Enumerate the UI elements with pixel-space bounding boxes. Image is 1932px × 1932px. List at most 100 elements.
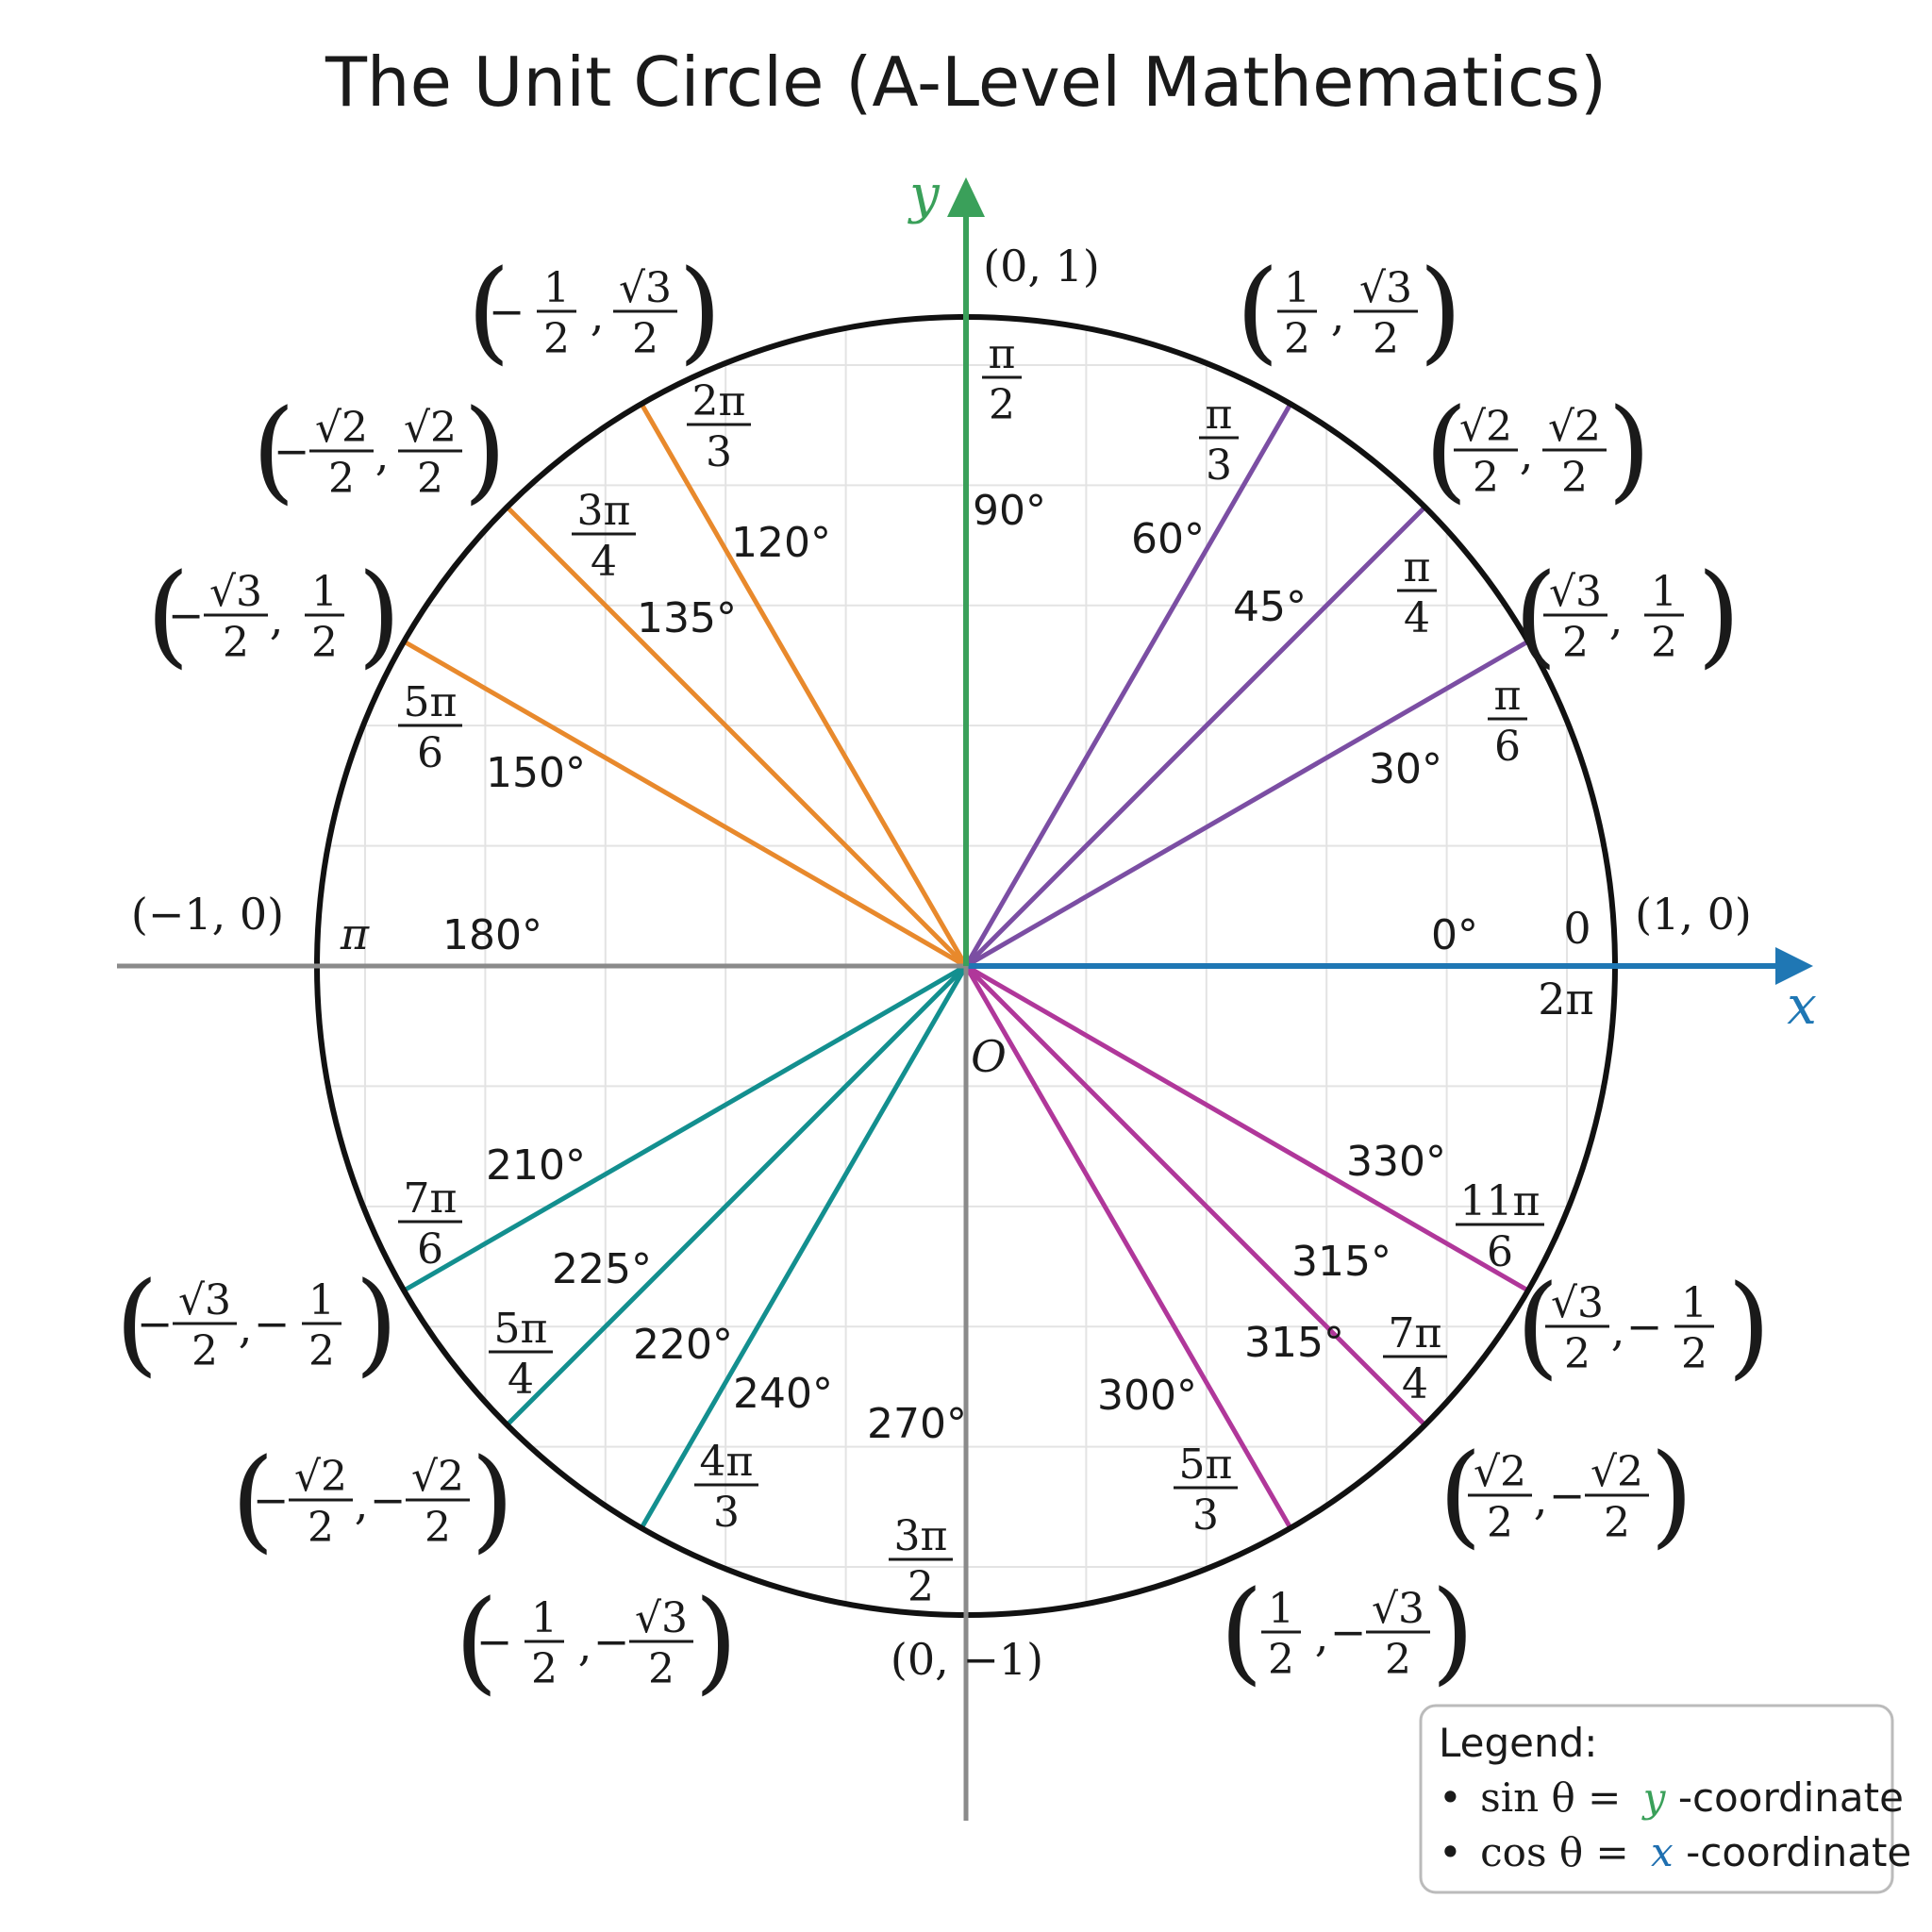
fraction-denominator: 3 xyxy=(713,1489,740,1537)
x-axis-label: x xyxy=(1787,975,1817,1037)
minus-sign: − xyxy=(253,1474,290,1525)
point-315-deg: 315°7π4(√22,−√22) xyxy=(1244,1309,1693,1559)
fraction-denominator: 2 xyxy=(308,1327,335,1375)
degree-label: 60° xyxy=(1131,515,1205,563)
fraction-numerator: √2 xyxy=(315,404,368,452)
x-axis-arrowhead xyxy=(1775,947,1813,985)
comma: , xyxy=(1315,1610,1329,1661)
fraction-denominator: 4 xyxy=(508,1356,534,1404)
point-135-deg: 135°3π4(−√22,√22) xyxy=(252,385,737,642)
y-fraction: 12 xyxy=(1644,568,1684,667)
fraction-denominator: 3 xyxy=(1206,441,1232,490)
radian-label: 5π4 xyxy=(489,1305,553,1404)
y-fraction: √22 xyxy=(398,404,462,503)
degree-label: 150° xyxy=(486,749,586,797)
fraction-denominator: 2 xyxy=(328,455,355,503)
y-fraction: √32 xyxy=(1354,264,1418,363)
fraction-numerator: √3 xyxy=(1372,1585,1424,1633)
x-fraction: √32 xyxy=(1545,1279,1609,1378)
coordinate-label: (0, 1) xyxy=(983,241,1100,291)
legend-sin-lhs: sin θ = xyxy=(1480,1774,1621,1821)
ray-135-deg xyxy=(505,505,968,968)
open-paren: ( xyxy=(467,245,510,375)
degree-label: 270° xyxy=(867,1400,967,1448)
ray-45-deg xyxy=(964,505,1427,968)
radian-label: 2π3 xyxy=(687,377,751,476)
fraction-numerator: 1 xyxy=(1651,568,1677,616)
fraction-numerator: 1 xyxy=(543,264,570,312)
x-fraction: √22 xyxy=(1468,1448,1532,1547)
legend-item-cos: • cos θ = x -coordinate xyxy=(1439,1829,1911,1875)
coordinate-label: (√32,12) xyxy=(1514,549,1740,679)
radian-label: 5π6 xyxy=(398,678,462,777)
point-240-deg: 240°4π3(−12,−√32) xyxy=(455,1370,833,1706)
comma: , xyxy=(1611,1305,1625,1356)
coordinate-label: (1, 0) xyxy=(1635,889,1752,940)
radian-label: 7π6 xyxy=(398,1174,462,1274)
ray-300-deg xyxy=(963,964,1293,1530)
degree-label: 90° xyxy=(973,487,1046,535)
y-axis-label: y xyxy=(907,164,941,225)
close-paren: ) xyxy=(1650,1429,1693,1559)
open-paren: ( xyxy=(252,385,295,515)
fraction-denominator: 6 xyxy=(1494,723,1521,771)
close-paren: ) xyxy=(694,1575,738,1706)
comma: , xyxy=(355,1478,369,1529)
open-paren: ( xyxy=(115,1257,158,1388)
fraction-numerator: π xyxy=(1494,672,1522,720)
ray-60-deg xyxy=(963,402,1293,968)
x-fraction: √32 xyxy=(204,568,268,667)
comma: , xyxy=(270,593,284,644)
y-fraction: √32 xyxy=(1366,1585,1430,1684)
degree-label: 180° xyxy=(442,911,542,959)
comma: , xyxy=(578,1620,592,1671)
comma: , xyxy=(591,290,605,341)
legend-bullet: • xyxy=(1439,1829,1462,1875)
fraction-denominator: 2 xyxy=(192,1327,218,1375)
fraction-denominator: 2 xyxy=(308,1504,334,1552)
legend-frame xyxy=(1419,1704,1894,1894)
close-paren: ) xyxy=(1607,384,1651,514)
y-fraction: √22 xyxy=(406,1453,470,1552)
legend-sin-var: y xyxy=(1641,1774,1667,1821)
comma: , xyxy=(1534,1474,1548,1524)
open-paren: ( xyxy=(231,1434,275,1564)
x-fraction: 12 xyxy=(1261,1585,1301,1684)
fraction-denominator: 6 xyxy=(417,729,443,777)
fraction-denominator: 2 xyxy=(1268,1636,1294,1684)
close-paren: ) xyxy=(1727,1260,1771,1391)
close-paren: ) xyxy=(1419,245,1462,375)
fraction-denominator: 2 xyxy=(311,619,338,667)
degree-label: 210° xyxy=(486,1141,586,1190)
close-paren: ) xyxy=(463,385,507,515)
coordinate-label: (−12,√32) xyxy=(467,245,722,375)
fraction-numerator: π xyxy=(989,330,1016,378)
diagram-title: The Unit Circle (A-Level Mathematics) xyxy=(325,42,1607,122)
coordinate-axes: xyO xyxy=(117,164,1817,1821)
legend-cos-lhs: cos θ = xyxy=(1480,1829,1629,1875)
fraction-numerator: π xyxy=(1404,543,1431,591)
comma: , xyxy=(1520,428,1534,479)
angle-labels: 0°02π(1, 0)30°π6(√32,12)45°π4(√22,√22)60… xyxy=(115,241,1771,1706)
radian-label: 7π4 xyxy=(1383,1309,1447,1408)
open-paren: ( xyxy=(1220,1566,1263,1696)
x-fraction: 12 xyxy=(1277,264,1317,363)
radian-label: 4π3 xyxy=(694,1438,758,1537)
fraction-denominator: 2 xyxy=(531,1645,558,1693)
ray-210-deg xyxy=(402,963,968,1293)
minus-sign: − xyxy=(274,425,310,476)
comma: , xyxy=(375,429,390,480)
coordinate-label: (√22,−√22) xyxy=(1439,1429,1693,1559)
comma: , xyxy=(239,1302,253,1353)
fraction-denominator: 2 xyxy=(1385,1636,1411,1684)
ray-330-deg xyxy=(964,963,1530,1293)
y-fraction: √32 xyxy=(613,264,677,363)
ray-225-deg xyxy=(505,964,968,1427)
x-fraction: √22 xyxy=(1454,403,1518,502)
fraction-denominator: 2 xyxy=(908,1563,934,1611)
radian-label: 5π3 xyxy=(1174,1441,1238,1540)
degree-label: 120° xyxy=(731,519,831,567)
fraction-numerator: 3π xyxy=(577,487,631,535)
